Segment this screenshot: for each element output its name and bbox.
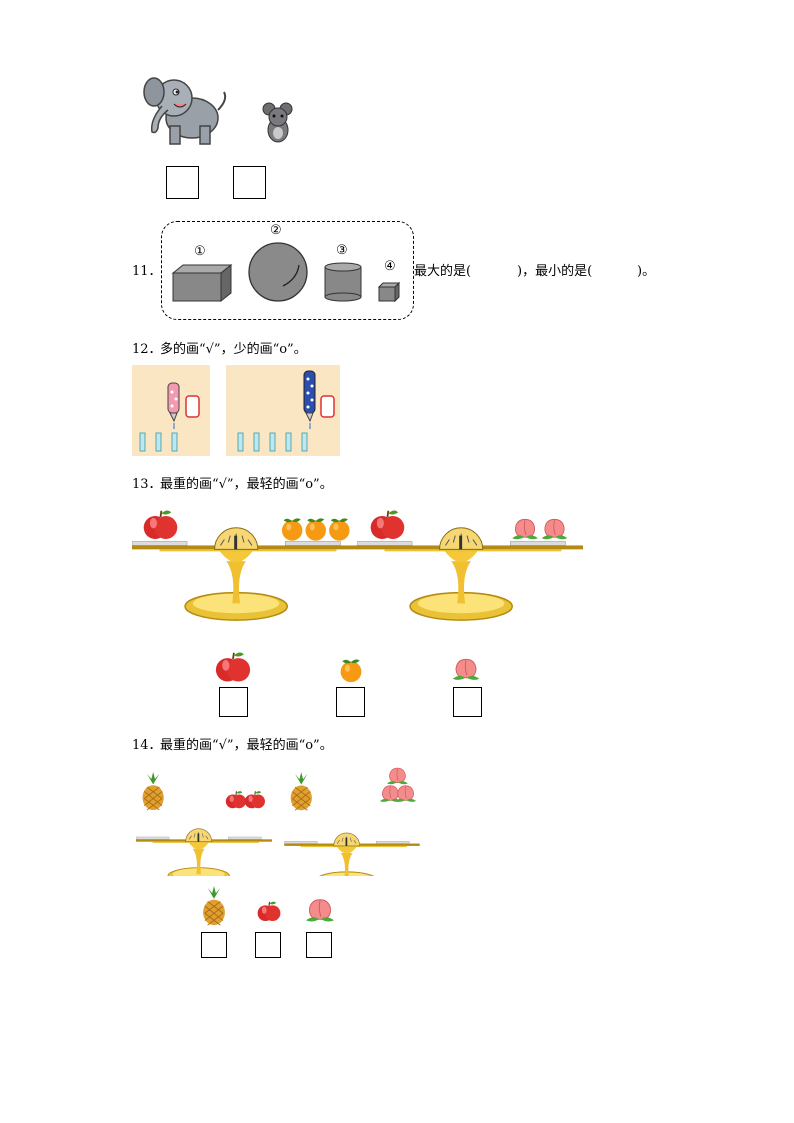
shape-label-4: ④ [384,259,396,274]
q12-text: 多的画“√”，少的画“o”。 [160,342,307,357]
q11-number: 11． [132,264,162,279]
mouse-image [262,100,296,144]
q14-peach-icon [305,899,335,922]
q13-answer-box-peach[interactable] [453,687,482,717]
q14-pineapple-icon [202,886,226,926]
q14-scale-2 [284,767,420,876]
shape-label-1: ① [194,244,206,259]
shape-label-2: ② [270,223,282,238]
q14-text: 最重的画“√”，最轻的画“o”。 [160,738,333,753]
q11-shapes-frame [161,221,414,320]
q11-text-mid: )，最小的是( [517,264,593,279]
answer-box-mouse[interactable] [233,166,266,199]
q13-orange-icon [340,659,362,683]
q14-answer-box-peach[interactable] [306,932,332,958]
q13-peach-icon [452,658,480,681]
cube-shape [377,281,401,303]
q13-scale-1 [132,509,358,635]
elephant-image [140,70,230,150]
q11-text-largest: 最大的是( [414,264,472,279]
q13-number: 13． [132,477,162,492]
q13-text: 最重的画“√”，最轻的画“o”。 [160,477,333,492]
q13-scale-2 [357,509,583,635]
q11-text-end: )。 [637,264,656,279]
sphere-shape [248,242,308,302]
q14-scale-1 [136,771,272,876]
q14-answer-box-pineapple[interactable] [201,932,227,958]
q13-answer-box-apple[interactable] [219,687,248,717]
q14-number: 14． [132,738,162,753]
q14-answer-box-apple[interactable] [255,932,281,958]
q12-panel-right [226,365,340,456]
q12-number: 12． [132,342,162,357]
q11-shapes [171,242,401,303]
q12-panel-left [132,365,210,456]
shape-label-3: ③ [336,243,348,258]
answer-box-elephant[interactable] [166,166,199,199]
cylinder-shape [324,262,362,302]
cuboid-shape [171,263,233,303]
q13-apple-icon [215,651,251,683]
q13-answer-box-orange[interactable] [336,687,365,717]
q14-apple-icon [257,901,281,922]
